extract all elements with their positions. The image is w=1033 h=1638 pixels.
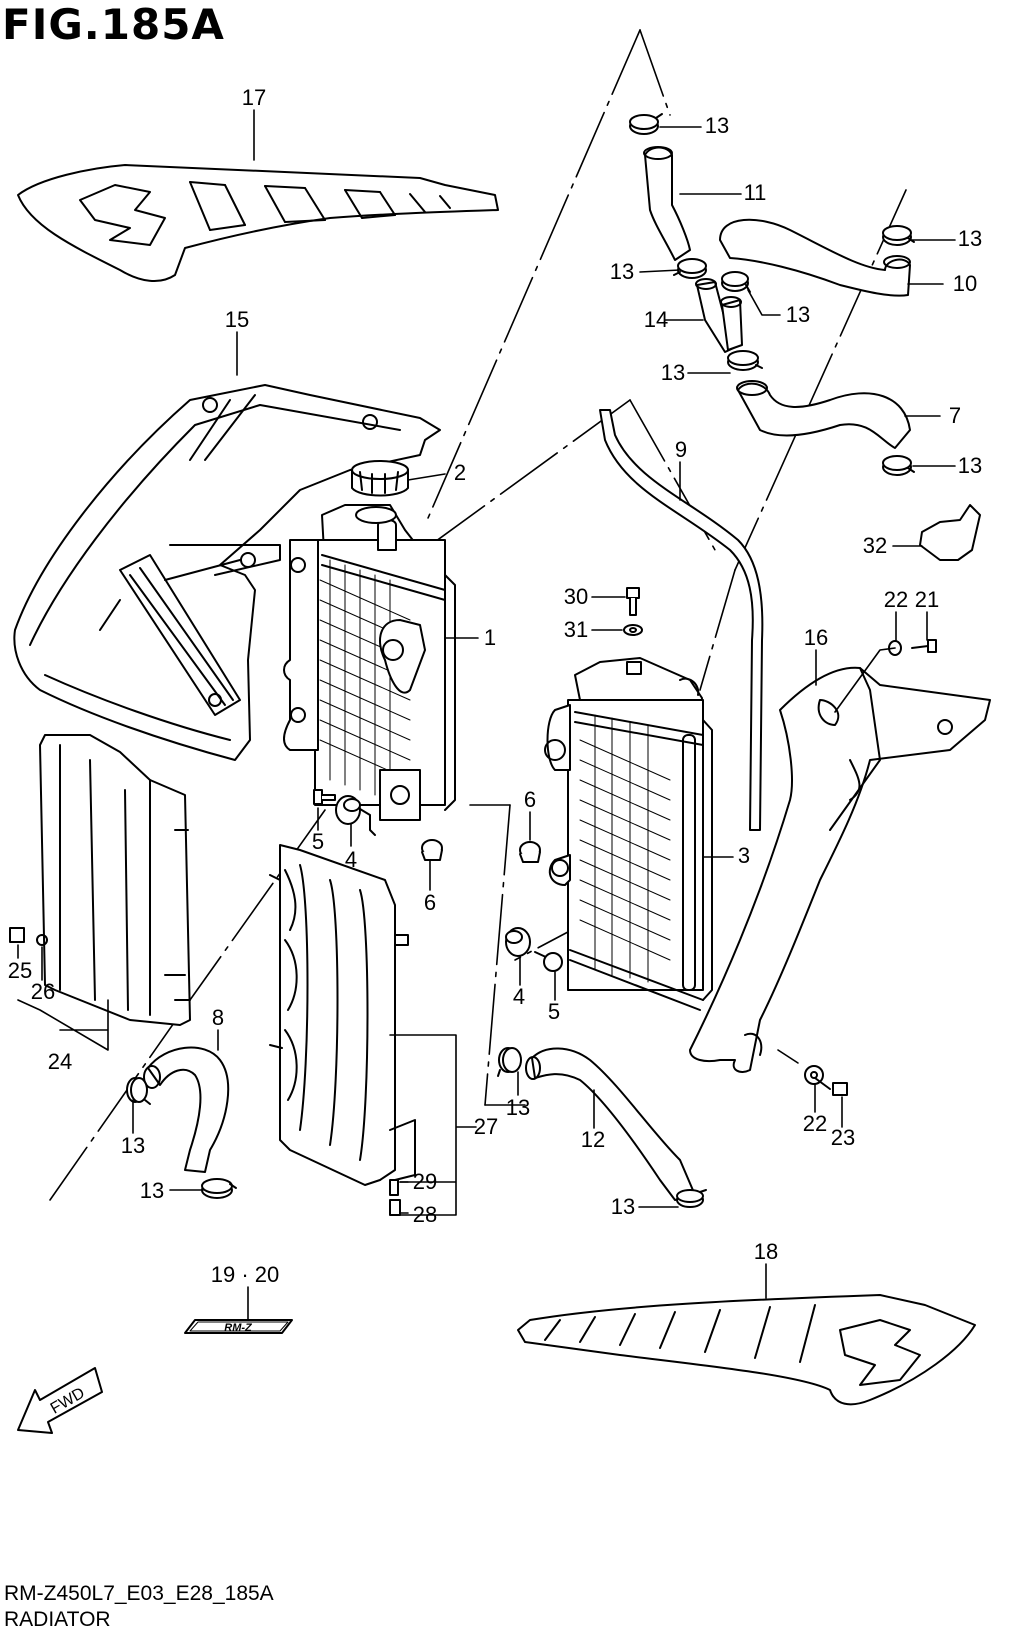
radiator-louver [269, 844, 416, 1216]
callout-30: 30 [564, 584, 588, 609]
callout-31: 31 [564, 617, 588, 642]
radiator-cap [351, 460, 409, 497]
hose-9 [599, 409, 764, 831]
fwd-arrow-icon: FWD [17, 1367, 103, 1434]
hose-clamp-icon [721, 271, 751, 293]
callout-13: 13 [958, 453, 982, 478]
callout-3: 3 [738, 843, 750, 868]
callout-labels: 17 15 2 1 3 13 11 13 10 13 14 13 13 7 13… [8, 85, 982, 1287]
callout-22: 22 [884, 587, 908, 612]
callout-11: 11 [744, 180, 767, 205]
leader-lines [17, 109, 956, 1321]
hose-clamp-icon [727, 350, 763, 371]
hose-10 [719, 218, 911, 297]
diagram-code: RM-Z450L7_E03_E28_185A [4, 1582, 274, 1605]
hose-clamp-icon [882, 225, 915, 246]
callout-2: 2 [454, 460, 466, 485]
callout-17: 17 [242, 85, 266, 110]
callout-8: 8 [212, 1005, 224, 1030]
assembly-reference-lines [49, 29, 907, 1201]
inner-side-panel [9, 734, 191, 1026]
callout-16: 16 [804, 625, 828, 650]
callout-28: 28 [413, 1202, 437, 1227]
callout-23: 23 [831, 1125, 855, 1150]
callout-15: 15 [225, 307, 249, 332]
shroud-decal-lower [517, 1294, 976, 1406]
callout-27: 27 [474, 1114, 498, 1139]
callout-13: 13 [958, 226, 982, 251]
bracket-icon [919, 504, 981, 561]
radiator-right-core-fins [579, 714, 671, 983]
grommet-icon [505, 927, 531, 957]
callout-9: 9 [675, 437, 687, 462]
bolt-icon [534, 951, 563, 972]
hose-8 [143, 1046, 230, 1173]
callout-24: 24 [48, 1049, 72, 1074]
bolt-icon [626, 587, 640, 616]
damper-icon [421, 839, 443, 861]
radiator-left [283, 504, 456, 836]
hose-clamp-icon [126, 1077, 151, 1105]
callout-19-20: 19 · 20 [211, 1262, 280, 1287]
shroud-left [13, 384, 441, 761]
callout-13: 13 [121, 1133, 145, 1158]
damper-icon [519, 841, 541, 863]
radiator-left-core-fins [319, 559, 411, 799]
callout-13: 13 [610, 259, 634, 284]
emblem-text: RM-Z [224, 1322, 253, 1334]
callout-22: 22 [803, 1111, 827, 1136]
hose-clamp-icon [882, 455, 915, 476]
hose-clamp-icon [673, 258, 707, 279]
callout-13: 13 [140, 1178, 164, 1203]
hose-11 [643, 146, 691, 261]
hose-14-joint [695, 278, 743, 353]
hose-12 [525, 1047, 696, 1201]
callout-26: 26 [31, 979, 55, 1004]
callout-21: 21 [915, 587, 939, 612]
washer-icon [623, 624, 643, 636]
callout-10: 10 [953, 271, 977, 296]
callout-6: 6 [524, 787, 536, 812]
callout-4: 4 [513, 984, 525, 1009]
hardware [313, 504, 981, 1096]
callout-14: 14 [644, 307, 668, 332]
callout-13: 13 [786, 302, 810, 327]
section-name: RADIATOR [4, 1608, 111, 1631]
callout-13: 13 [611, 1194, 635, 1219]
hose-clamp-icon [201, 1178, 237, 1199]
hose-clamp-icon [629, 113, 663, 135]
callout-12: 12 [581, 1127, 605, 1152]
hose-clamp-icon [676, 1189, 707, 1208]
shroud-decal-upper [17, 164, 499, 282]
callout-7: 7 [949, 403, 961, 428]
callout-25: 25 [8, 958, 32, 983]
bolt-icon [911, 639, 937, 653]
grommet-icon [335, 795, 361, 825]
shroud-right [689, 666, 991, 1073]
figure-title: FIG.185A [2, 0, 225, 49]
callout-5: 5 [548, 999, 560, 1024]
callout-32: 32 [863, 533, 887, 558]
callout-13: 13 [506, 1095, 530, 1120]
callout-6: 6 [424, 890, 436, 915]
hose-7 [736, 380, 911, 449]
radiator-right [544, 657, 713, 1011]
callout-4: 4 [345, 847, 357, 872]
bolt-icon [313, 789, 336, 805]
callout-29: 29 [413, 1169, 437, 1194]
callout-18: 18 [754, 1239, 778, 1264]
callout-5: 5 [312, 829, 324, 854]
callout-13: 13 [661, 360, 685, 385]
callout-1: 1 [484, 625, 496, 650]
bolt-icon [814, 1077, 848, 1096]
callout-13: 13 [705, 113, 729, 138]
hose-clamp-icon [497, 1047, 522, 1077]
rm-z-emblem: RM-Z [184, 1319, 293, 1334]
